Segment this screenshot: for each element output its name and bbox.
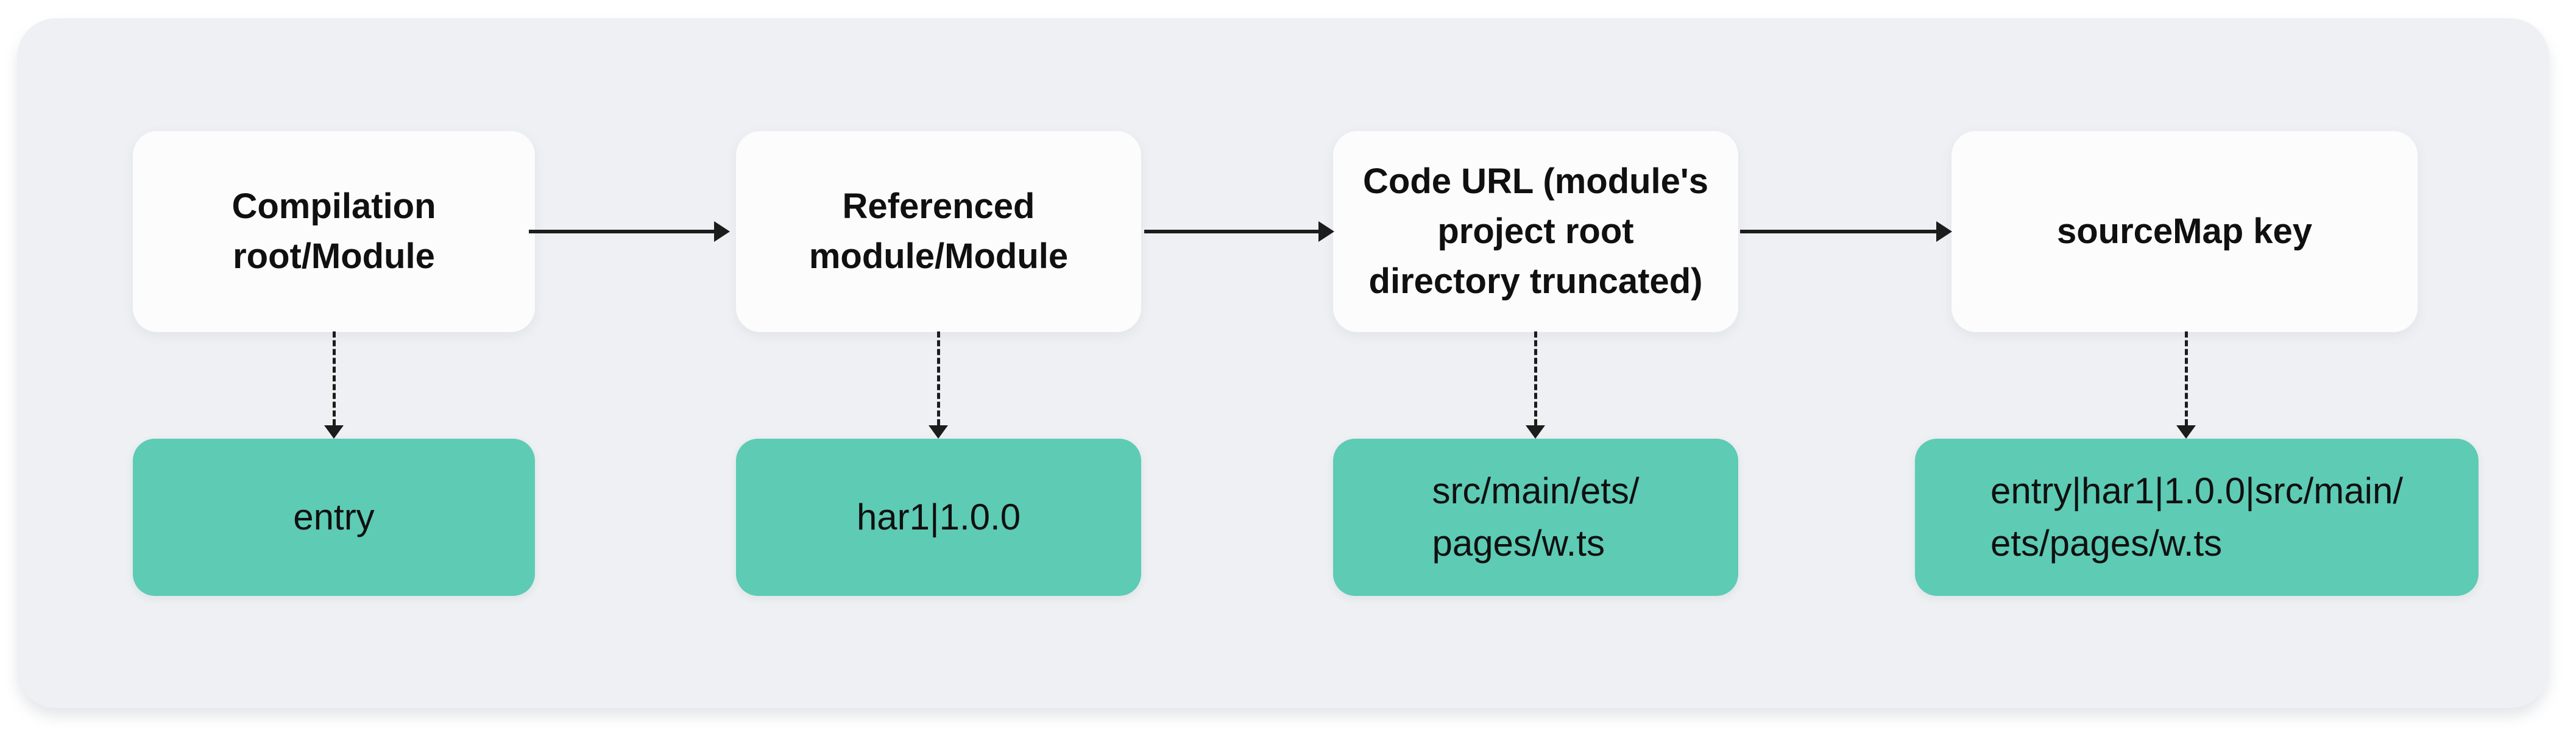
arrow-head <box>1936 221 1952 242</box>
arrow-down-dashed-icon <box>324 331 344 439</box>
arrow-right-icon <box>1740 221 1952 242</box>
node-referenced-module-label: Referenced module/Module <box>809 186 1069 276</box>
arrow-head <box>2176 425 2196 439</box>
node-compilation-root-module: Compilation root/Module <box>133 131 535 332</box>
node-code-url-label: Code URL (module's project root director… <box>1363 161 1708 301</box>
arrow-line <box>529 230 714 233</box>
arrow-head <box>929 425 948 439</box>
arrow-right-icon <box>1144 221 1334 242</box>
value-har-version-label: har1|1.0.0 <box>856 497 1021 537</box>
arrow-dashed-line <box>332 331 336 425</box>
value-entry: entry <box>133 439 535 596</box>
arrow-head <box>324 425 344 439</box>
node-sourcemap-key: sourceMap key <box>1951 131 2418 332</box>
arrow-right-icon <box>529 221 730 242</box>
value-har-version: har1|1.0.0 <box>736 439 1141 596</box>
arrow-head <box>1318 221 1334 242</box>
arrow-down-dashed-icon <box>2176 331 2196 439</box>
arrow-line <box>1740 230 1936 233</box>
node-sourcemap-key-label: sourceMap key <box>2056 211 2313 251</box>
value-code-url-label: src/main/ets/ pages/w.ts <box>1432 470 1640 564</box>
arrow-line <box>1144 230 1318 233</box>
arrow-dashed-line <box>1534 331 1537 425</box>
arrow-head <box>1526 425 1545 439</box>
node-compilation-root-module-label: Compilation root/Module <box>232 186 436 276</box>
arrow-down-dashed-icon <box>1526 331 1545 439</box>
node-code-url: Code URL (module's project root director… <box>1333 131 1738 332</box>
arrow-dashed-line <box>936 331 940 425</box>
node-referenced-module: Referenced module/Module <box>736 131 1141 332</box>
value-sourcemap-key: entry|har1|1.0.0|src/main/ ets/pages/w.t… <box>1915 439 2479 596</box>
value-code-url: src/main/ets/ pages/w.ts <box>1333 439 1738 596</box>
arrow-dashed-line <box>2184 331 2188 425</box>
value-entry-label: entry <box>293 497 375 537</box>
value-sourcemap-key-label: entry|har1|1.0.0|src/main/ ets/pages/w.t… <box>1990 470 2404 564</box>
diagram-panel: Compilation root/Module Referenced modul… <box>17 18 2549 708</box>
arrow-down-dashed-icon <box>929 331 948 439</box>
arrow-head <box>714 221 730 242</box>
